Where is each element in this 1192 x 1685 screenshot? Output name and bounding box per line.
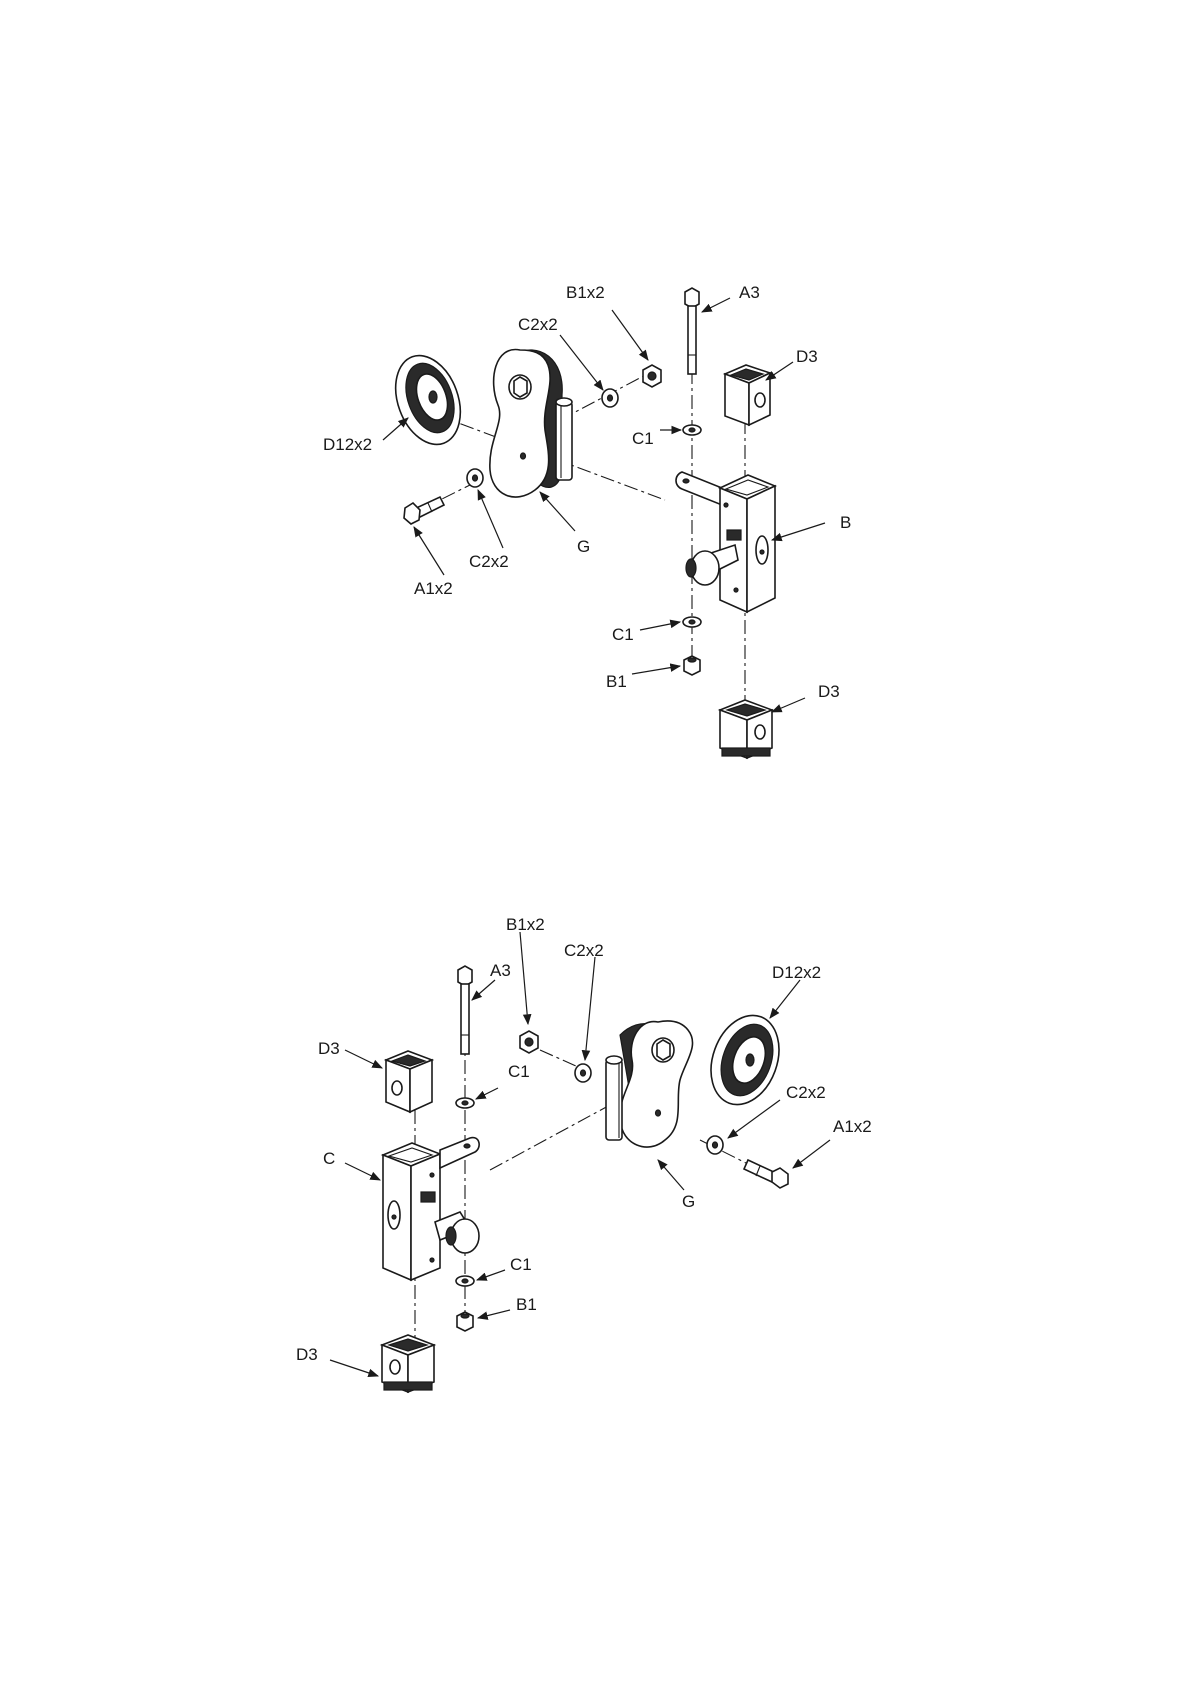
- label-b1-bottom: B1: [516, 1295, 537, 1314]
- label-d3-lower-bottom: D3: [296, 1345, 318, 1364]
- bolt-a3-bottom: [458, 966, 472, 1054]
- label-c2x2-upper-bottom: C2x2: [564, 941, 604, 960]
- label-d3-lower: D3: [818, 682, 840, 701]
- bolt-a3-top: [685, 288, 699, 374]
- nut-b1: [684, 656, 700, 675]
- washer-c1-upper-bottom: [456, 1098, 474, 1108]
- label-d3-upper-bottom: D3: [318, 1039, 340, 1058]
- bracket-c: [383, 1138, 479, 1280]
- washer-c1-upper: [683, 425, 701, 435]
- washer-c1-lower: [683, 617, 701, 627]
- label-g-bottom: G: [682, 1192, 695, 1211]
- label-a1x2: A1x2: [414, 579, 453, 598]
- bolt-a1x2: [404, 497, 444, 524]
- end-cap-d3-lower-bottom: [382, 1335, 434, 1392]
- washer-c2x2-upper-bottom: [575, 1064, 591, 1082]
- label-d12x2-bottom: D12x2: [772, 963, 821, 982]
- bottom-assembly: B1x2 C2x2 D12x2 A3 D3 C1 C2x2 A1x2 C G C…: [296, 915, 872, 1392]
- label-a3-bottom: A3: [490, 961, 511, 980]
- label-c2x2-upper: C2x2: [518, 315, 558, 334]
- label-a3: A3: [739, 283, 760, 302]
- end-cap-d3-lower: [720, 700, 772, 758]
- label-c2x2-lower-bottom: C2x2: [786, 1083, 826, 1102]
- bottom-labels: B1x2 C2x2 D12x2 A3 D3 C1 C2x2 A1x2 C G C…: [296, 915, 872, 1364]
- washer-c2x2-lower-bottom: [707, 1136, 723, 1154]
- pulley-d12x2-bottom: [699, 1006, 791, 1114]
- side-plate-g: [490, 350, 572, 498]
- end-cap-d3-upper-bottom: [386, 1051, 432, 1112]
- label-a1x2-bottom: A1x2: [833, 1117, 872, 1136]
- label-b1x2-bottom: B1x2: [506, 915, 545, 934]
- label-c1-upper: C1: [632, 429, 654, 448]
- bracket-b: [676, 472, 775, 612]
- label-d3-upper: D3: [796, 347, 818, 366]
- label-d12x2: D12x2: [323, 435, 372, 454]
- bolt-a1x2-bottom: [744, 1160, 788, 1188]
- nut-b1x2: [643, 365, 661, 387]
- side-plate-g-bottom: [606, 1021, 693, 1147]
- label-c1-upper-bottom: C1: [508, 1062, 530, 1081]
- top-assembly: B1x2 A3 C2x2 D3 C1 D12x2 B C2x2 G A1x2 C…: [323, 283, 851, 758]
- label-b1: B1: [606, 672, 627, 691]
- label-b1x2: B1x2: [566, 283, 605, 302]
- nut-b1x2-bottom: [520, 1031, 538, 1053]
- label-g: G: [577, 537, 590, 556]
- pulley-d12x2: [384, 347, 472, 454]
- washer-c2x2-lower: [467, 469, 483, 487]
- label-c1-lower-bottom: C1: [510, 1255, 532, 1274]
- washer-c1-lower-bottom: [456, 1276, 474, 1286]
- label-c1-lower: C1: [612, 625, 634, 644]
- label-c-bottom: C: [323, 1149, 335, 1168]
- washer-c2x2-upper: [602, 389, 618, 407]
- label-c2x2-lower: C2x2: [469, 552, 509, 571]
- label-b: B: [840, 513, 851, 532]
- axis-pulley-centerline-bottom: [490, 1105, 610, 1170]
- nut-b1-bottom: [457, 1312, 473, 1331]
- end-cap-d3-upper: [725, 365, 770, 425]
